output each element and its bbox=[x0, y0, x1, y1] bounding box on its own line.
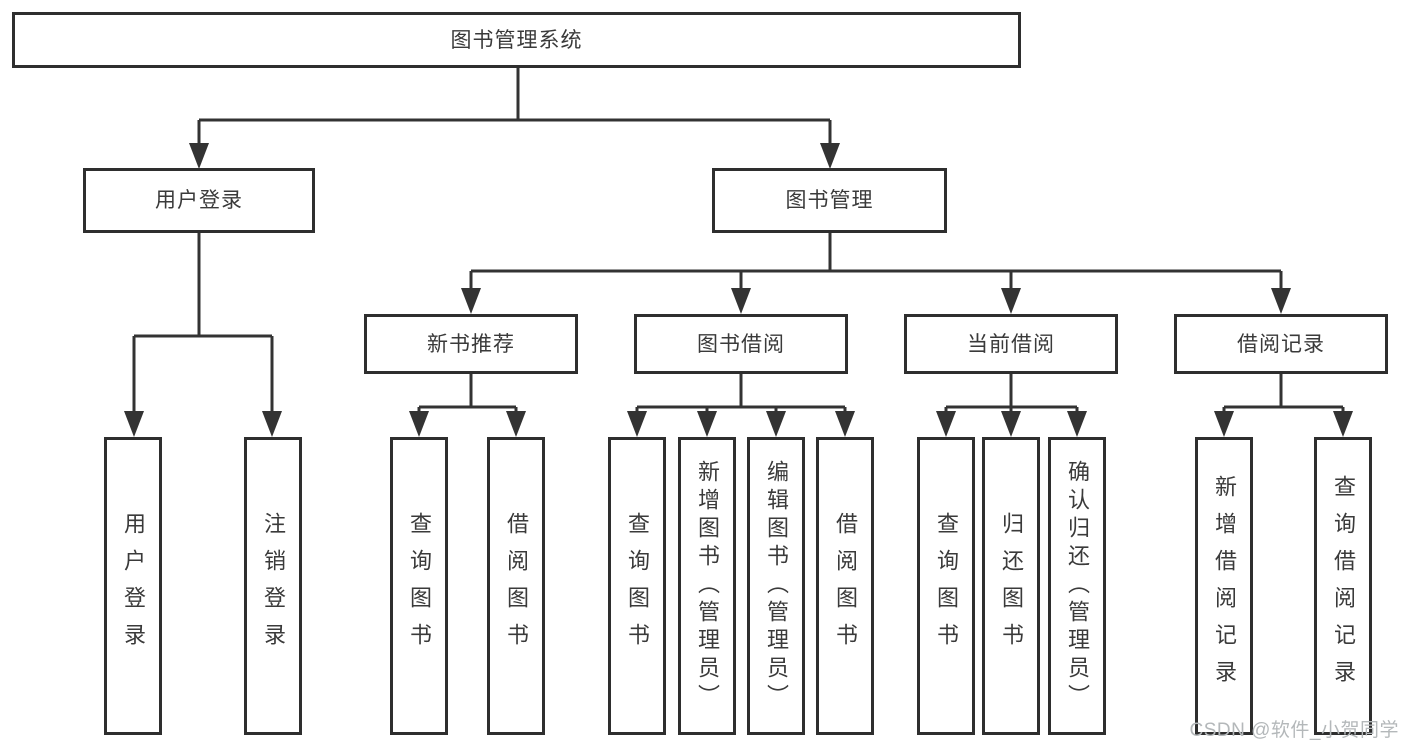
node-label: 图书管理系统 bbox=[450, 28, 583, 52]
leaf-logout: 注销登录 bbox=[244, 437, 302, 735]
leaf-label: 新增图书（管理员） bbox=[695, 460, 720, 712]
node-label: 用户登录 bbox=[155, 189, 243, 212]
node-user-login: 用户登录 bbox=[83, 168, 315, 233]
leaf-query-borrow-record: 查询借阅记录 bbox=[1314, 437, 1372, 735]
node-label: 图书管理 bbox=[785, 189, 874, 212]
leaf-label: 归还图书 bbox=[999, 512, 1024, 660]
leaf-query-books: 查询图书 bbox=[608, 437, 666, 735]
leaf-borrow-books: 借阅图书 bbox=[816, 437, 874, 735]
leaf-add-books-admin: 新增图书（管理员） bbox=[678, 437, 736, 735]
leaf-add-borrow-record: 新增借阅记录 bbox=[1195, 437, 1253, 735]
leaf-query-books: 查询图书 bbox=[390, 437, 448, 735]
leaf-label: 编辑图书（管理员） bbox=[764, 460, 789, 712]
leaf-label: 查询图书 bbox=[934, 512, 959, 660]
leaf-confirm-return-admin: 确认归还（管理员） bbox=[1048, 437, 1106, 735]
leaf-return-books: 归还图书 bbox=[982, 437, 1040, 735]
leaf-label: 注销登录 bbox=[261, 512, 286, 660]
node-label: 新书推荐 bbox=[427, 332, 515, 356]
leaf-borrow-books: 借阅图书 bbox=[487, 437, 545, 735]
node-label: 借阅记录 bbox=[1237, 332, 1325, 356]
leaf-query-books: 查询图书 bbox=[917, 437, 975, 735]
watermark: CSDN @软件_小贺同学 bbox=[1189, 720, 1399, 741]
leaf-label: 用户登录 bbox=[121, 512, 146, 660]
node-book-management: 图书管理 bbox=[712, 168, 947, 233]
leaf-label: 查询图书 bbox=[407, 512, 432, 660]
node-label: 当前借阅 bbox=[967, 332, 1055, 356]
node-current-borrow: 当前借阅 bbox=[904, 314, 1118, 374]
leaf-user-login: 用户登录 bbox=[104, 437, 162, 735]
leaf-label: 确认归还（管理员） bbox=[1065, 460, 1090, 712]
node-book-borrow: 图书借阅 bbox=[634, 314, 848, 374]
node-borrow-records: 借阅记录 bbox=[1174, 314, 1388, 374]
leaf-label: 新增借阅记录 bbox=[1212, 475, 1237, 697]
leaf-label: 查询借阅记录 bbox=[1331, 475, 1356, 697]
node-library-management-system: 图书管理系统 bbox=[12, 12, 1021, 68]
node-label: 图书借阅 bbox=[697, 332, 785, 356]
leaf-label: 借阅图书 bbox=[833, 512, 858, 660]
leaf-label: 借阅图书 bbox=[504, 512, 529, 660]
leaf-edit-books-admin: 编辑图书（管理员） bbox=[747, 437, 805, 735]
node-new-book-recommend: 新书推荐 bbox=[364, 314, 578, 374]
leaf-label: 查询图书 bbox=[625, 512, 650, 660]
